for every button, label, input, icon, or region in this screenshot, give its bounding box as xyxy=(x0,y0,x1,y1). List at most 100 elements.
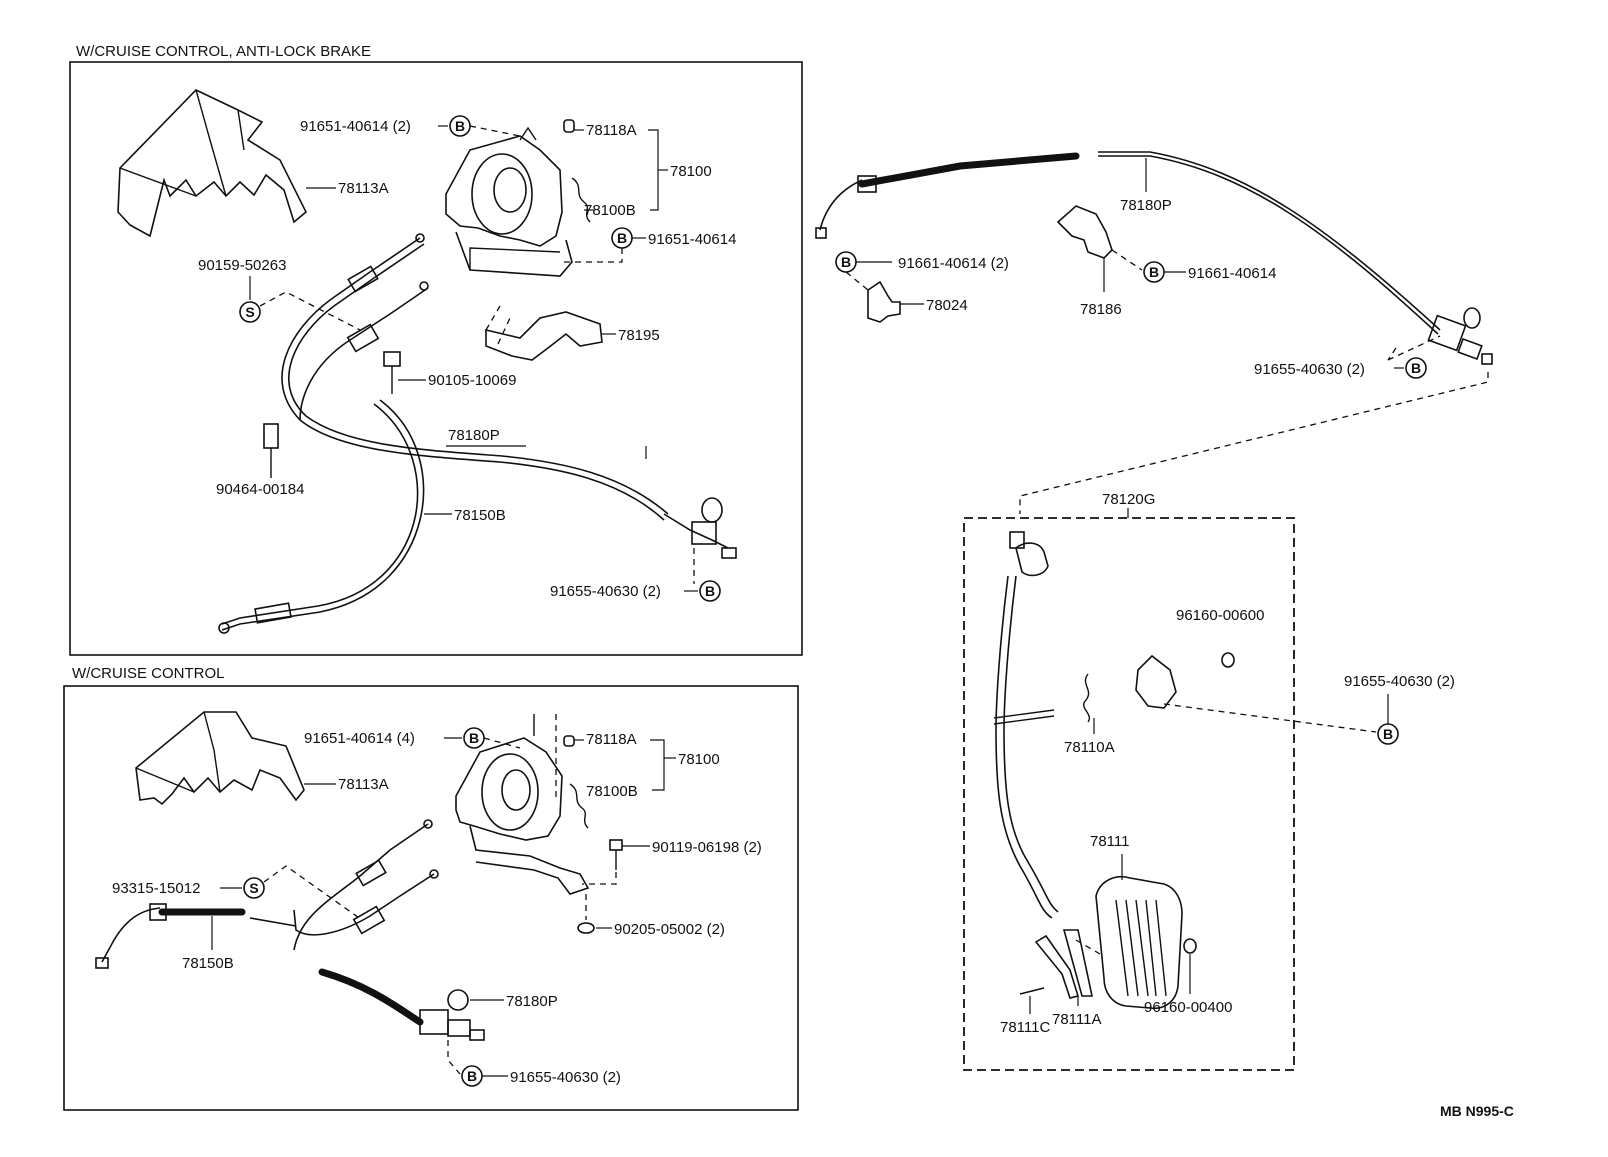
part-96160-00600 xyxy=(1221,652,1235,668)
bolt-symbol-right-2: B xyxy=(1143,261,1165,283)
svg-text:S: S xyxy=(249,880,258,896)
section-frame-abs xyxy=(69,61,803,656)
svg-text:B: B xyxy=(1383,726,1393,742)
connection-line xyxy=(1019,372,1489,514)
bracket-78186 xyxy=(1056,205,1113,259)
cable-78180P-right xyxy=(858,152,1080,188)
diagram-code: MB N995-C xyxy=(1440,1103,1514,1119)
label-78180P-cc: 78180P xyxy=(506,993,558,1010)
label-78150B-abs: 78150B xyxy=(454,507,506,524)
label-78113A-abs: 78113A xyxy=(338,180,389,197)
label-91651-4-cc: 91651-40614 (4) xyxy=(304,730,415,747)
bolt-symbol-right-4: B xyxy=(1377,723,1399,745)
svg-text:B: B xyxy=(617,230,627,246)
label-78111C: 78111C xyxy=(1000,1019,1050,1036)
label-96160-00400: 96160-00400 xyxy=(1144,999,1232,1016)
spring-78100B-cc xyxy=(569,783,589,829)
svg-text:B: B xyxy=(467,1068,477,1084)
bolt-symbol-cc-2: B xyxy=(461,1065,483,1087)
label-78110A: 78110A xyxy=(1064,739,1115,756)
label-78111: 78111 xyxy=(1090,833,1130,850)
label-91655-pedal: 91655-40630 (2) xyxy=(1344,673,1455,690)
label-91655-abs: 91655-40630 (2) xyxy=(550,583,661,600)
bracket-78024 xyxy=(867,280,901,323)
bolt-symbol-abs-2: B xyxy=(611,227,633,249)
special-symbol-cc: S xyxy=(243,877,265,899)
label-93315: 93315-15012 xyxy=(112,880,200,897)
section-frame-cruise xyxy=(63,685,799,1111)
label-91661: 91661-40614 xyxy=(1188,265,1276,282)
part-96160-00400 xyxy=(1183,938,1197,954)
label-78100B-cc: 78100B xyxy=(586,783,638,800)
label-78120G: 78120G xyxy=(1102,491,1155,508)
cable-78180P-abs xyxy=(281,237,665,521)
label-90464: 90464-00184 xyxy=(216,481,304,498)
cable-cc-upper xyxy=(293,823,429,951)
svg-text:B: B xyxy=(841,254,851,270)
svg-text:B: B xyxy=(1411,360,1421,376)
actuator-78100-cc xyxy=(455,714,590,895)
bolt-symbol-right-1: B xyxy=(835,251,857,273)
label-78100-cc: 78100 xyxy=(678,751,720,768)
label-91655-right: 91655-40630 (2) xyxy=(1254,361,1365,378)
label-78113A-cc: 78113A xyxy=(338,776,389,793)
label-91661-2: 91661-40614 (2) xyxy=(898,255,1009,272)
label-78100-abs: 78100 xyxy=(670,163,712,180)
spring-78100B-abs xyxy=(571,177,591,223)
label-78186: 78186 xyxy=(1080,301,1122,318)
bracket-78111A xyxy=(1034,929,1093,999)
clip-90464 xyxy=(263,423,279,478)
label-78100B-abs: 78100B xyxy=(584,202,636,219)
actuator-78100-abs xyxy=(445,126,573,277)
bracket-78195 xyxy=(485,311,603,361)
cable-78180P-cc xyxy=(318,968,424,1026)
label-91651-abs: 91651-40614 xyxy=(648,231,736,248)
cable-end-abs xyxy=(663,497,737,559)
section-title-abs: W/CRUISE CONTROL, ANTI-LOCK BRAKE xyxy=(76,43,371,60)
bolt-symbol-abs-1: B xyxy=(449,115,471,137)
bolt-symbol-cc-1: B xyxy=(463,727,485,749)
pedal-pad-78111 xyxy=(1095,876,1183,1010)
cable-end-right xyxy=(1427,307,1493,365)
label-78118A-cc: 78118A xyxy=(586,731,637,748)
label-90119: 90119-06198 (2) xyxy=(652,839,762,856)
label-78118A-abs: 78118A xyxy=(586,122,637,139)
bolt-symbol-abs-3: B xyxy=(699,580,721,602)
special-symbol-abs: S xyxy=(239,301,261,323)
label-91655-cc: 91655-40630 (2) xyxy=(510,1069,621,1086)
section-title-cruise: W/CRUISE CONTROL xyxy=(72,665,225,682)
label-78195: 78195 xyxy=(618,327,660,344)
label-78150B-cc: 78150B xyxy=(182,955,234,972)
svg-text:B: B xyxy=(469,730,479,746)
label-90205: 90205-05002 (2) xyxy=(614,921,725,938)
spring-78110A xyxy=(1083,673,1091,723)
label-78180P-abs: 78180P xyxy=(448,427,500,444)
pin-78111C xyxy=(1019,987,1045,995)
part-78118A-abs xyxy=(563,119,575,133)
pedal-arm xyxy=(993,531,1059,919)
label-90159: 90159-50263 xyxy=(198,257,286,274)
cover-78113A-cc xyxy=(135,711,305,806)
cable-78150B-abs xyxy=(221,399,425,631)
svg-text:S: S xyxy=(245,304,254,320)
nut-90205 xyxy=(577,922,595,934)
bolt-symbol-right-3: B xyxy=(1405,357,1427,379)
part-78118A-cc xyxy=(563,735,575,747)
cable-end-cc xyxy=(419,989,485,1041)
label-91651-2-abs: 91651-40614 (2) xyxy=(300,118,411,135)
svg-text:B: B xyxy=(705,583,715,599)
label-78111A: 78111A xyxy=(1052,1011,1102,1028)
label-90105: 90105-10069 xyxy=(428,372,516,389)
svg-text:B: B xyxy=(1149,264,1159,280)
pedal-assembly-frame xyxy=(963,517,1295,1071)
bolt-90119 xyxy=(609,839,623,870)
cover-78113A-abs xyxy=(117,89,307,238)
label-78024: 78024 xyxy=(926,297,968,314)
label-96160-00600: 96160-00600 xyxy=(1176,607,1264,624)
stopper-bracket xyxy=(1135,654,1177,709)
label-78180P-right: 78180P xyxy=(1120,197,1172,214)
bolt-90105-abs xyxy=(383,351,401,394)
svg-text:B: B xyxy=(455,118,465,134)
